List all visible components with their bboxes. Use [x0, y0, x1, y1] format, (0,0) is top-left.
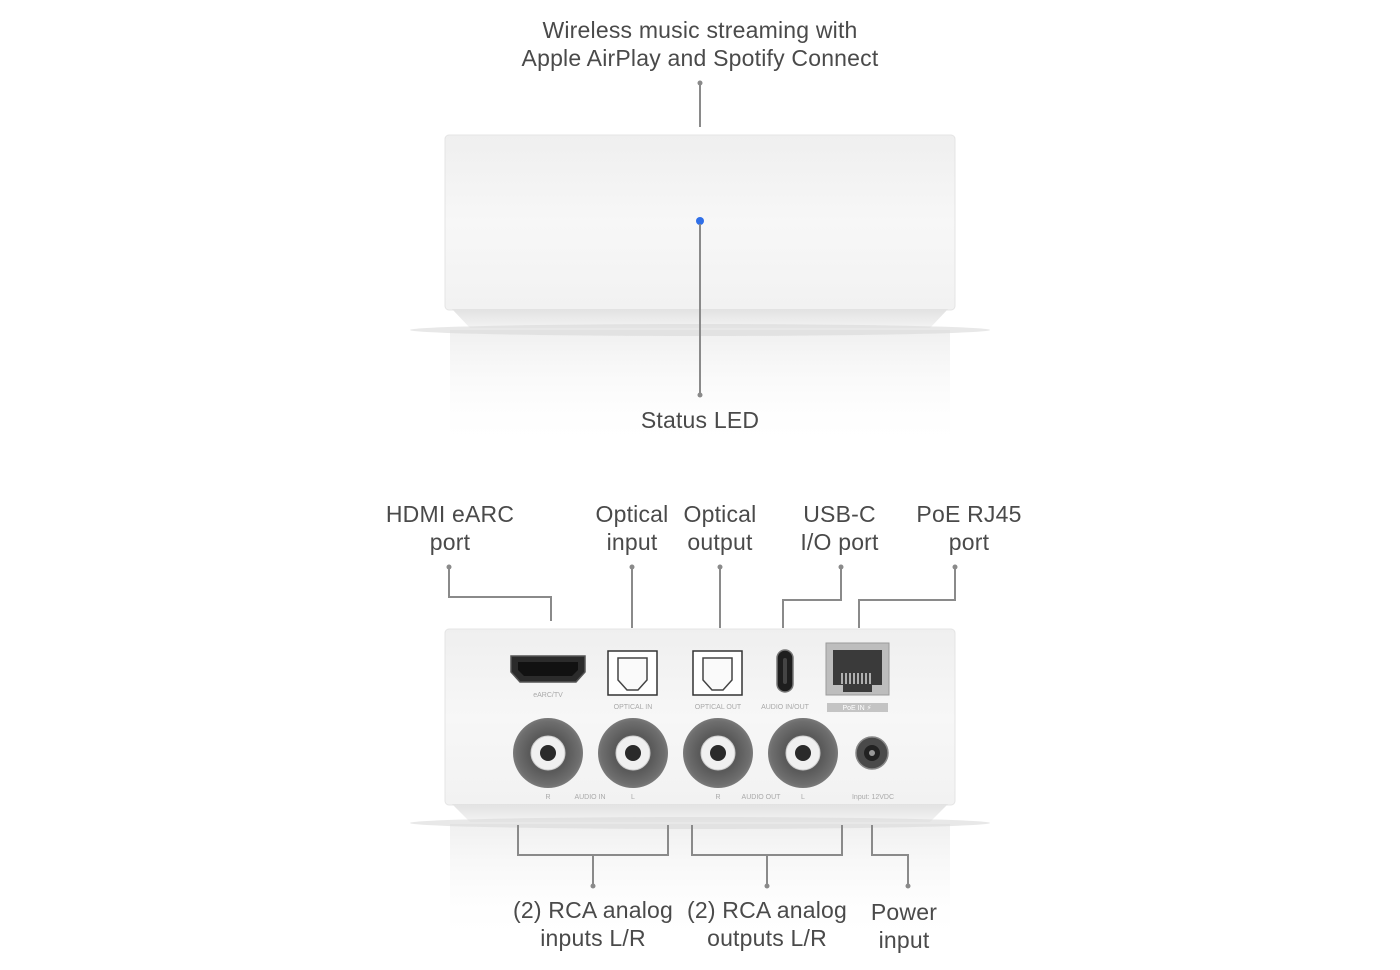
optical-in-port-icon — [607, 650, 658, 696]
streaming-callout: Wireless music streaming with Apple AirP… — [500, 16, 900, 72]
streaming-callout-line1: Wireless music streaming with — [542, 17, 858, 43]
status-led-callout: Status LED — [600, 406, 800, 434]
rca-input-l-icon — [598, 718, 668, 788]
poe-callout: PoE RJ45 port — [905, 500, 1033, 556]
poe-marking: PoE IN ⚡ — [842, 704, 871, 712]
rca-out-marking: AUDIO OUT — [742, 794, 782, 801]
usb-c-port-icon — [776, 649, 794, 693]
rca-out-r-marking: R — [715, 794, 720, 801]
optical-output-callout-line2: output — [687, 529, 753, 555]
optical-output-callout-line1: Optical — [683, 501, 757, 527]
rca-out-l-marking: L — [801, 794, 805, 801]
usb-c-callout-line1: USB-C — [803, 501, 876, 527]
usb-c-callout: USB-C I/O port — [782, 500, 897, 556]
hdmi-callout-line2: port — [429, 529, 471, 555]
optical-input-callout-line2: input — [606, 529, 658, 555]
rca-outputs-callout-line1: (2) RCA analog — [686, 897, 848, 923]
rca-in-marking: AUDIO IN — [574, 794, 605, 801]
status-led-icon — [696, 217, 704, 225]
rear-leader-lines — [448, 567, 956, 886]
status-led-callout-line1: Status LED — [640, 407, 760, 433]
hdmi-callout: HDMI eARC port — [370, 500, 530, 556]
rca-outputs-callout: (2) RCA analog outputs L/R — [682, 896, 852, 952]
streaming-callout-line2: Apple AirPlay and Spotify Connect — [521, 45, 879, 71]
rca-inputs-callout: (2) RCA analog inputs L/R — [508, 896, 678, 952]
usb-marking: AUDIO IN/OUT — [761, 704, 810, 711]
rca-inputs-callout-line1: (2) RCA analog — [512, 897, 674, 923]
rear-leader-dots — [446, 564, 958, 889]
optical-in-marking: OPTICAL IN — [614, 704, 653, 711]
rca-output-l-icon — [768, 718, 838, 788]
power-marking: Input: 12VDC — [852, 794, 894, 801]
rj45-port-icon — [825, 642, 890, 696]
optical-input-callout-line1: Optical — [595, 501, 669, 527]
rca-in-r-marking: R — [545, 794, 550, 801]
optical-output-callout: Optical output — [670, 500, 770, 556]
hdmi-port-icon — [510, 655, 586, 683]
dc-power-jack-icon — [855, 736, 889, 770]
poe-callout-line2: port — [948, 529, 990, 555]
rca-inputs-callout-line2: inputs L/R — [540, 925, 646, 951]
earc-marking: eARC/TV — [533, 692, 563, 699]
leader-dot — [697, 80, 703, 86]
rca-output-r-icon — [683, 718, 753, 788]
optical-input-callout: Optical input — [582, 500, 682, 556]
rca-outputs-callout-line2: outputs L/R — [707, 925, 827, 951]
rca-input-r-icon — [513, 718, 583, 788]
optical-out-marking: OPTICAL OUT — [695, 704, 742, 711]
poe-marking-plate — [827, 703, 888, 712]
usb-c-callout-line2: I/O port — [800, 529, 879, 555]
rca-in-l-marking: L — [631, 794, 635, 801]
optical-out-port-icon — [692, 650, 743, 696]
power-callout-line1: Power — [870, 899, 938, 925]
power-callout-line2: input — [878, 927, 930, 953]
hdmi-callout-line1: HDMI eARC — [385, 501, 515, 527]
power-callout: Power input — [858, 898, 950, 954]
leader-dot — [697, 392, 703, 398]
poe-callout-line1: PoE RJ45 — [916, 501, 1022, 527]
